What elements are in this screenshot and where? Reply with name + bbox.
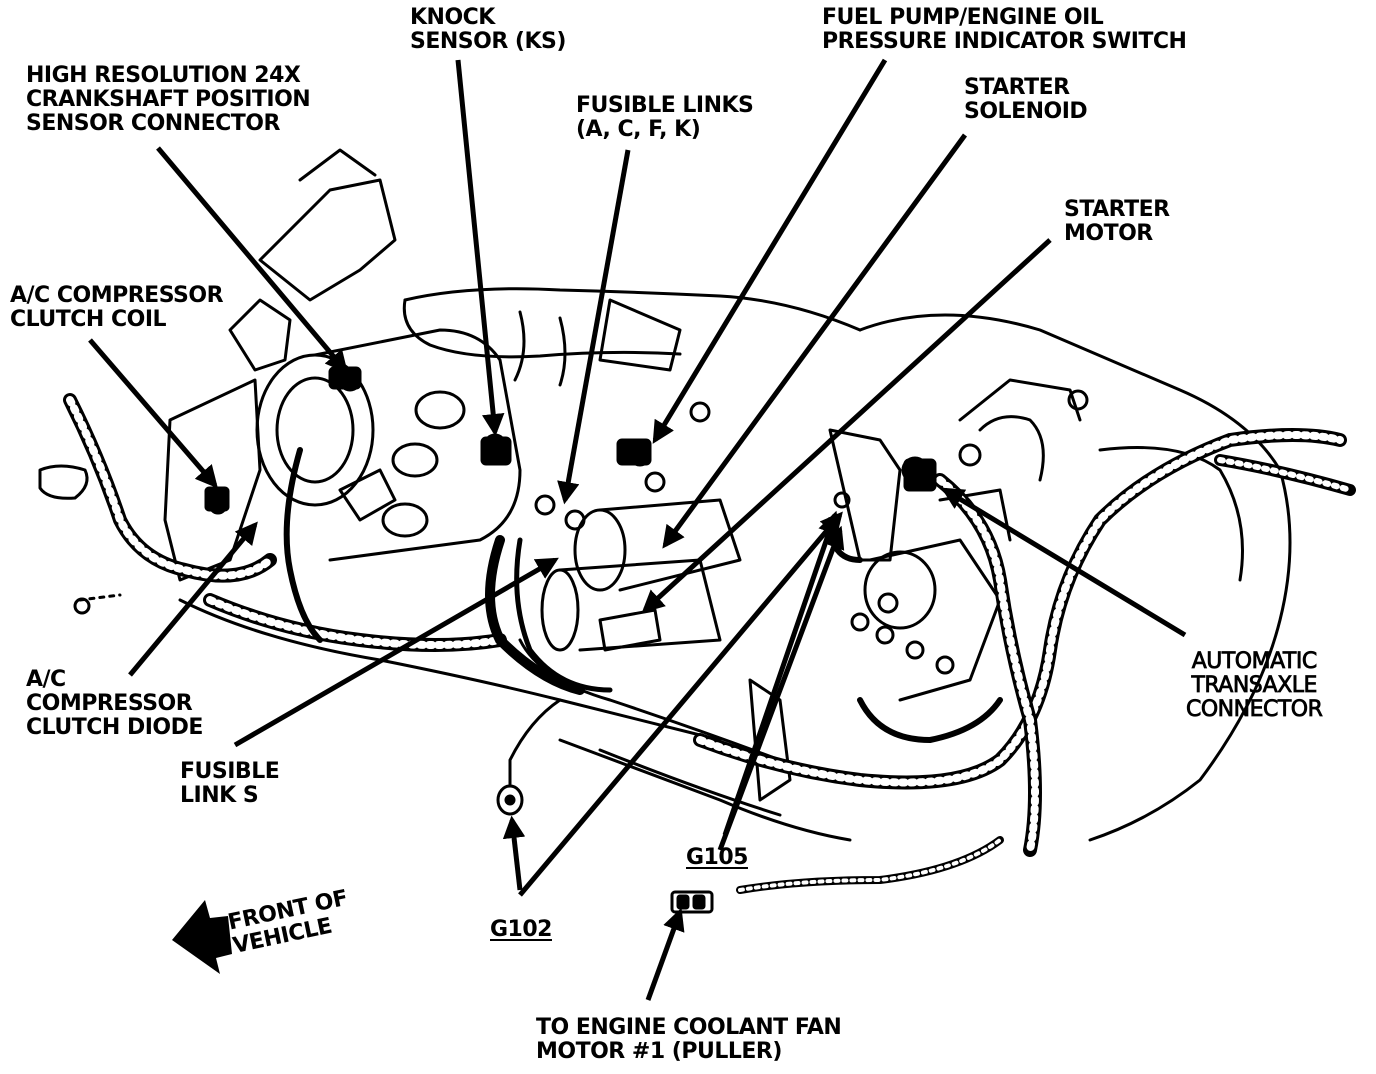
arrow-g102-ground	[518, 511, 843, 897]
arrow-ac-clutch-diode	[128, 521, 258, 677]
label-g105: G105	[686, 845, 748, 870]
arrow-fusible-links	[557, 149, 631, 505]
arrow-g102-terminal	[502, 815, 526, 891]
arrow-starter-solenoid	[662, 133, 968, 549]
front-of-vehicle-arrow	[172, 900, 232, 974]
arrow-starter-motor	[641, 238, 1052, 614]
arrow-fusible-link-s	[233, 557, 559, 748]
transaxle-connector	[903, 458, 937, 492]
label-fusible-links: FUSIBLE LINKS(A, C, F, K)	[576, 93, 754, 142]
arrow-fuel-pump-switch	[652, 58, 888, 444]
arrow-g105-b	[722, 510, 840, 836]
arrow-coolant-fan	[645, 907, 685, 1001]
wiring-harness	[63, 393, 1356, 894]
arrow-ac-clutch-coil	[88, 338, 218, 489]
arrow-knock-sensor	[455, 59, 505, 437]
leader-arrows	[88, 58, 1187, 1001]
ac-clutch-coil-connector	[204, 486, 230, 512]
label-g102: G102	[490, 917, 552, 942]
crankshaft-connector	[328, 366, 362, 390]
engine-outline	[38, 148, 1292, 842]
fuel-pump-switch	[616, 438, 652, 466]
knock-sensor	[480, 436, 512, 466]
arrow-crankshaft-sensor	[156, 146, 348, 374]
arrow-transaxle-connector	[941, 487, 1187, 638]
